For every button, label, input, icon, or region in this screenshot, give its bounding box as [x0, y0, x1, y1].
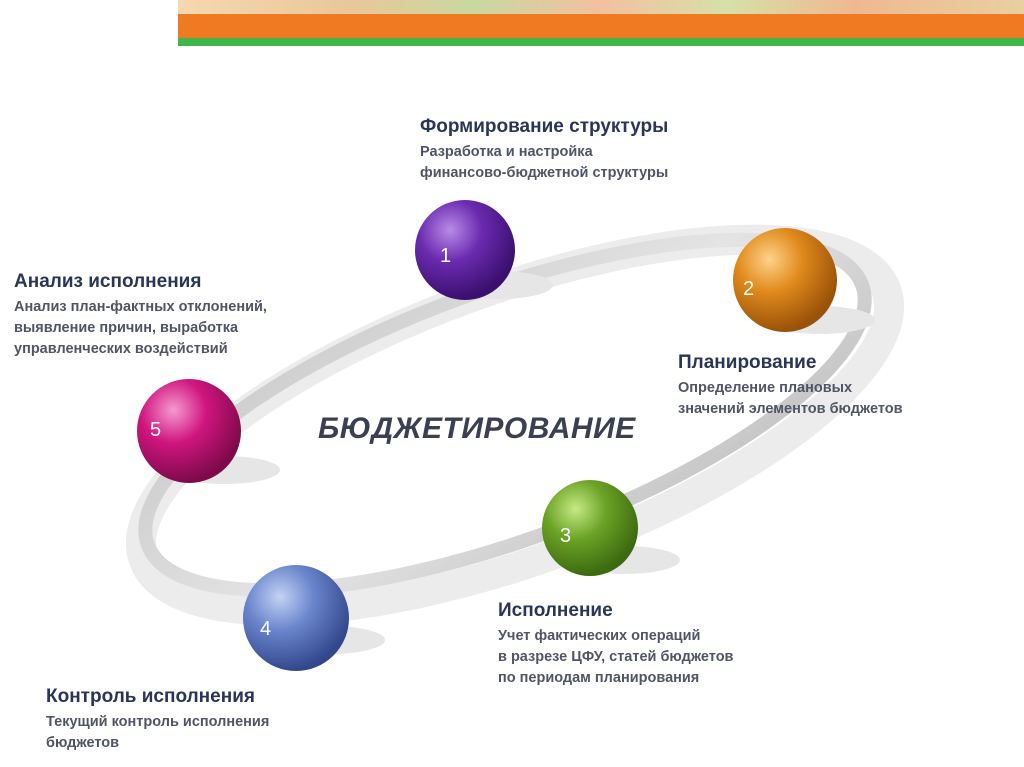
stage-4-title: Контроль исполнения	[46, 686, 255, 707]
banner-orange-stripe	[178, 14, 1024, 38]
stage-5-description: Анализ исполнения Анализ план-фактных от…	[14, 271, 267, 360]
stage-1-line: Разработка и настройка	[420, 144, 593, 160]
stage-4-line: бюджетов	[46, 735, 119, 751]
banner-pattern-strip	[178, 0, 1024, 14]
stage-node-3: 3	[542, 480, 638, 576]
stage-3-line: в разрезе ЦФУ, статей бюджетов	[498, 649, 734, 665]
stage-1-line: финансово-бюджетной структуры	[420, 165, 669, 181]
stage-5-line: управленческих воздействий	[14, 341, 228, 357]
stage-4-line: Текущий контроль исполнения	[46, 714, 270, 730]
stage-5-line: Анализ план-фактных отклонений,	[14, 299, 267, 315]
stage-node-5: 5	[137, 379, 241, 483]
stage-number-2: 2	[743, 278, 754, 300]
stage-3-description: Исполнение Учет фактических операций в р…	[498, 600, 733, 689]
stage-3-title: Исполнение	[498, 600, 613, 621]
stage-3-line: по периодам планирования	[498, 670, 700, 686]
stage-5-line: выявление причин, выработка	[14, 320, 239, 336]
diagram-center-title: БЮДЖЕТИРОВАНИЕ	[318, 412, 636, 445]
stage-2-description: Планирование Определение плановых значен…	[678, 352, 903, 420]
stage-number-4: 4	[260, 618, 271, 640]
banner-green-stripe	[178, 38, 1024, 46]
stage-1-description: Формирование структуры Разработка и наст…	[420, 116, 668, 184]
stage-number-5: 5	[150, 419, 161, 441]
stage-node-4: 4	[243, 565, 349, 671]
stage-node-2: 2	[733, 228, 837, 332]
stage-1-title: Формирование структуры	[420, 116, 669, 137]
stage-number-1: 1	[440, 245, 451, 267]
stage-4-description: Контроль исполнения Текущий контроль исп…	[46, 686, 269, 754]
header-banner	[178, 0, 1024, 48]
stage-5-title: Анализ исполнения	[14, 271, 202, 292]
stage-number-3: 3	[560, 525, 571, 547]
stage-node-1: 1	[415, 200, 515, 300]
stage-2-line: значений элементов бюджетов	[678, 401, 903, 417]
stage-3-line: Учет фактических операций	[498, 628, 701, 644]
stage-2-line: Определение плановых	[678, 380, 853, 396]
stage-2-title: Планирование	[678, 352, 817, 373]
